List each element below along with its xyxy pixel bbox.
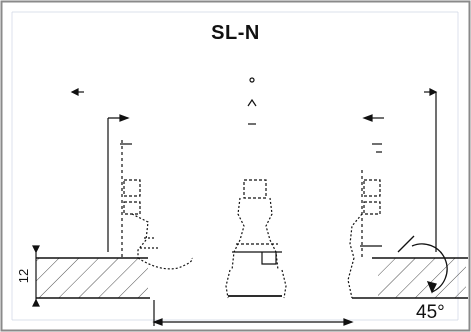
width-dimension: [152, 300, 354, 326]
diagram-title: SL-N: [211, 22, 260, 44]
diffuser-profile-left: [70, 88, 193, 270]
diffuser-profile-center: [225, 77, 287, 299]
ceiling-slab-left: [36, 257, 150, 299]
thickness-dimension: [32, 245, 40, 307]
diffuser-profile-right: [347, 88, 438, 299]
ceiling-slab-right: [352, 257, 468, 299]
angle-label: 45°: [416, 302, 445, 323]
angle-marker: [397, 235, 448, 294]
thickness-label: 12: [16, 269, 31, 283]
